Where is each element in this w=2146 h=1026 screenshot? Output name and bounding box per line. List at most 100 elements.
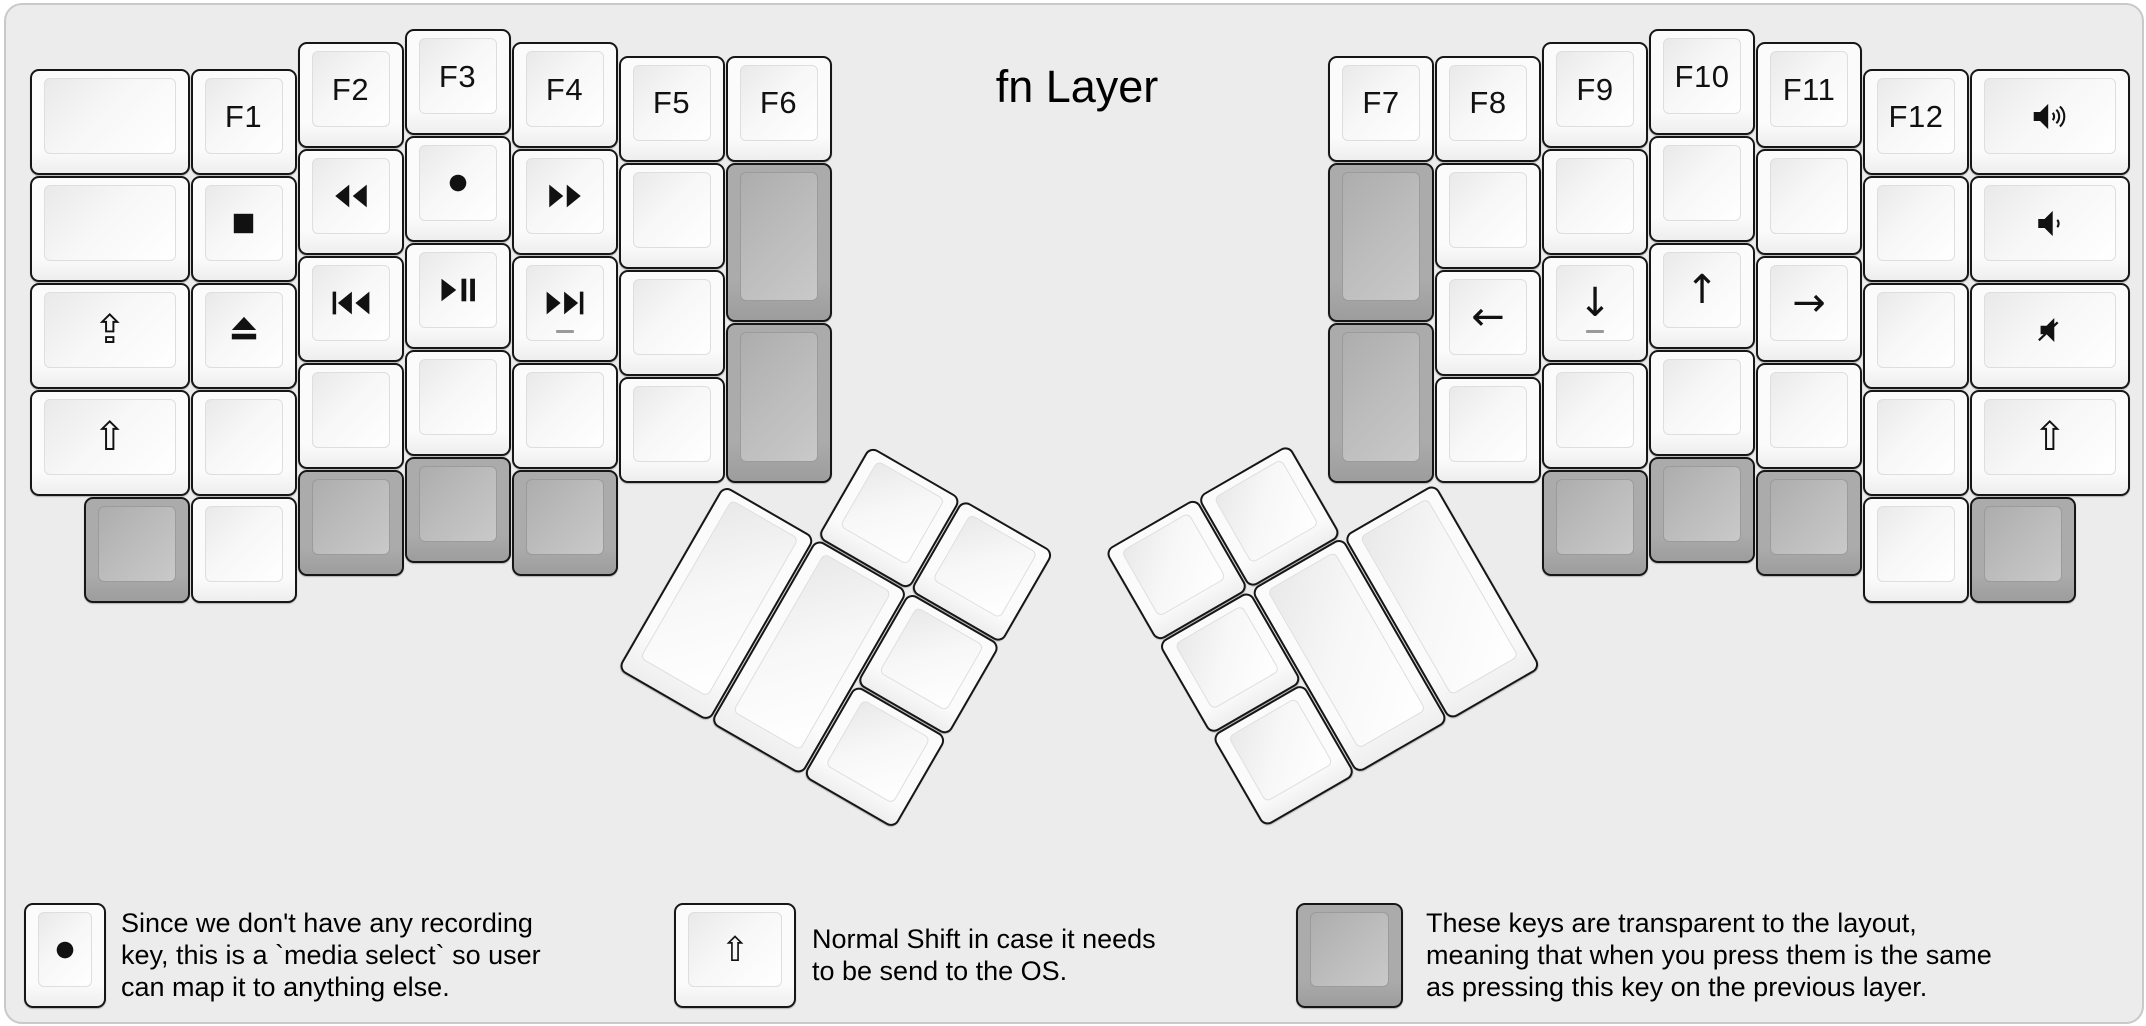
key-arrow-up: ↑ <box>1649 243 1755 349</box>
key-eject <box>190 283 297 390</box>
fast-forward-icon <box>544 182 586 210</box>
key-transparent <box>404 457 511 563</box>
keycap: F8 <box>1449 64 1527 141</box>
keycap <box>632 171 711 248</box>
next-track-icon <box>543 289 587 317</box>
keycap <box>418 252 497 328</box>
homing-bar <box>555 330 574 334</box>
keycap <box>204 185 283 262</box>
keycap <box>1663 466 1741 542</box>
key-mute <box>1970 283 2130 390</box>
keycap <box>525 479 604 556</box>
stop-icon <box>230 210 257 237</box>
key-blank <box>30 176 190 283</box>
keycap <box>44 185 176 262</box>
key-label-f2: F2 <box>331 71 370 107</box>
key-blank <box>618 376 725 483</box>
eject-icon <box>229 315 259 345</box>
keycap <box>1449 171 1527 248</box>
legend-text-line: as pressing this key on the previous lay… <box>1426 972 1928 1002</box>
key-transparent <box>83 497 190 604</box>
key-f11: F11 <box>1756 42 1862 149</box>
arrow-down-icon: ↓ <box>1578 280 1612 327</box>
keycap <box>418 145 497 221</box>
keycap <box>1556 479 1634 556</box>
key-f1: F1 <box>190 69 297 176</box>
key-arrow-down: ↓ <box>1542 256 1648 363</box>
keycap <box>1984 78 2116 155</box>
keycap <box>1449 385 1527 462</box>
keycap <box>1984 292 2116 369</box>
keycap <box>97 506 176 583</box>
key-next-track <box>511 256 618 363</box>
key-rewind <box>297 149 404 256</box>
keycap: F12 <box>1877 78 1955 155</box>
keycap <box>932 513 1038 619</box>
keycap <box>1984 185 2116 262</box>
shift-icon: ⇧ <box>2032 414 2067 461</box>
key-arrow-right: → <box>1756 256 1862 363</box>
keycap <box>418 359 497 435</box>
key-label-f10: F10 <box>1674 58 1730 94</box>
key-f2: F2 <box>297 42 404 149</box>
rewind-icon <box>330 182 372 210</box>
key-f5: F5 <box>618 55 725 162</box>
keycap <box>1770 372 1848 449</box>
keycap <box>839 460 946 566</box>
key-blank <box>30 69 190 176</box>
key-blank <box>1542 363 1648 470</box>
mute-icon <box>2032 316 2068 344</box>
record-icon <box>444 169 472 197</box>
keycap: ⇧ <box>688 912 782 987</box>
key-blank <box>1863 497 1969 604</box>
key-blank <box>404 350 511 456</box>
key-blank <box>190 390 297 497</box>
keycap <box>1877 399 1955 476</box>
homing-bar <box>1586 330 1604 334</box>
volume-up-icon <box>2031 102 2069 131</box>
keycap <box>1770 479 1848 556</box>
keycap <box>1213 458 1320 564</box>
keycap <box>311 372 390 449</box>
arrow-up-icon: ↑ <box>1685 267 1719 313</box>
key-transparent <box>725 323 832 483</box>
key-play-pause <box>404 243 511 349</box>
key-previous-track <box>297 256 404 363</box>
key-label-f12: F12 <box>1888 98 1944 134</box>
key-blank <box>1649 136 1755 242</box>
key-blank <box>297 363 404 470</box>
keycap <box>1556 372 1634 449</box>
key-f12: F12 <box>1863 69 1969 176</box>
key-shift: ⇧ <box>1970 390 2130 497</box>
record-icon <box>51 936 79 964</box>
keycap <box>311 479 390 556</box>
key-arrow-left: ← <box>1435 269 1541 376</box>
key-label-f3: F3 <box>438 58 477 94</box>
key-f7: F7 <box>1328 55 1434 162</box>
keycap <box>204 292 283 369</box>
key-transparent <box>1970 497 2076 604</box>
keycap: F9 <box>1556 51 1634 128</box>
key-label-f7: F7 <box>1362 85 1400 121</box>
keycap <box>204 506 283 583</box>
key-transparent <box>1296 903 1403 1008</box>
key-label-f1: F1 <box>224 98 263 134</box>
key-blank <box>618 162 725 269</box>
keycap <box>1877 185 1955 262</box>
key-label-f5: F5 <box>652 85 691 121</box>
keycap <box>1877 292 1955 369</box>
legend-text-line: to be send to the OS. <box>812 956 1068 986</box>
keycap: F7 <box>1342 64 1420 141</box>
key-f10: F10 <box>1649 29 1755 135</box>
keycap <box>632 385 711 462</box>
keycap <box>1663 145 1741 221</box>
arrow-right-icon: → <box>1792 280 1826 327</box>
key-blank <box>1435 162 1541 269</box>
keycap <box>38 912 92 987</box>
key-blank <box>1863 283 1969 390</box>
key-label-f9: F9 <box>1576 71 1614 107</box>
keycap: F6 <box>739 64 818 141</box>
keycap: F10 <box>1663 38 1741 114</box>
